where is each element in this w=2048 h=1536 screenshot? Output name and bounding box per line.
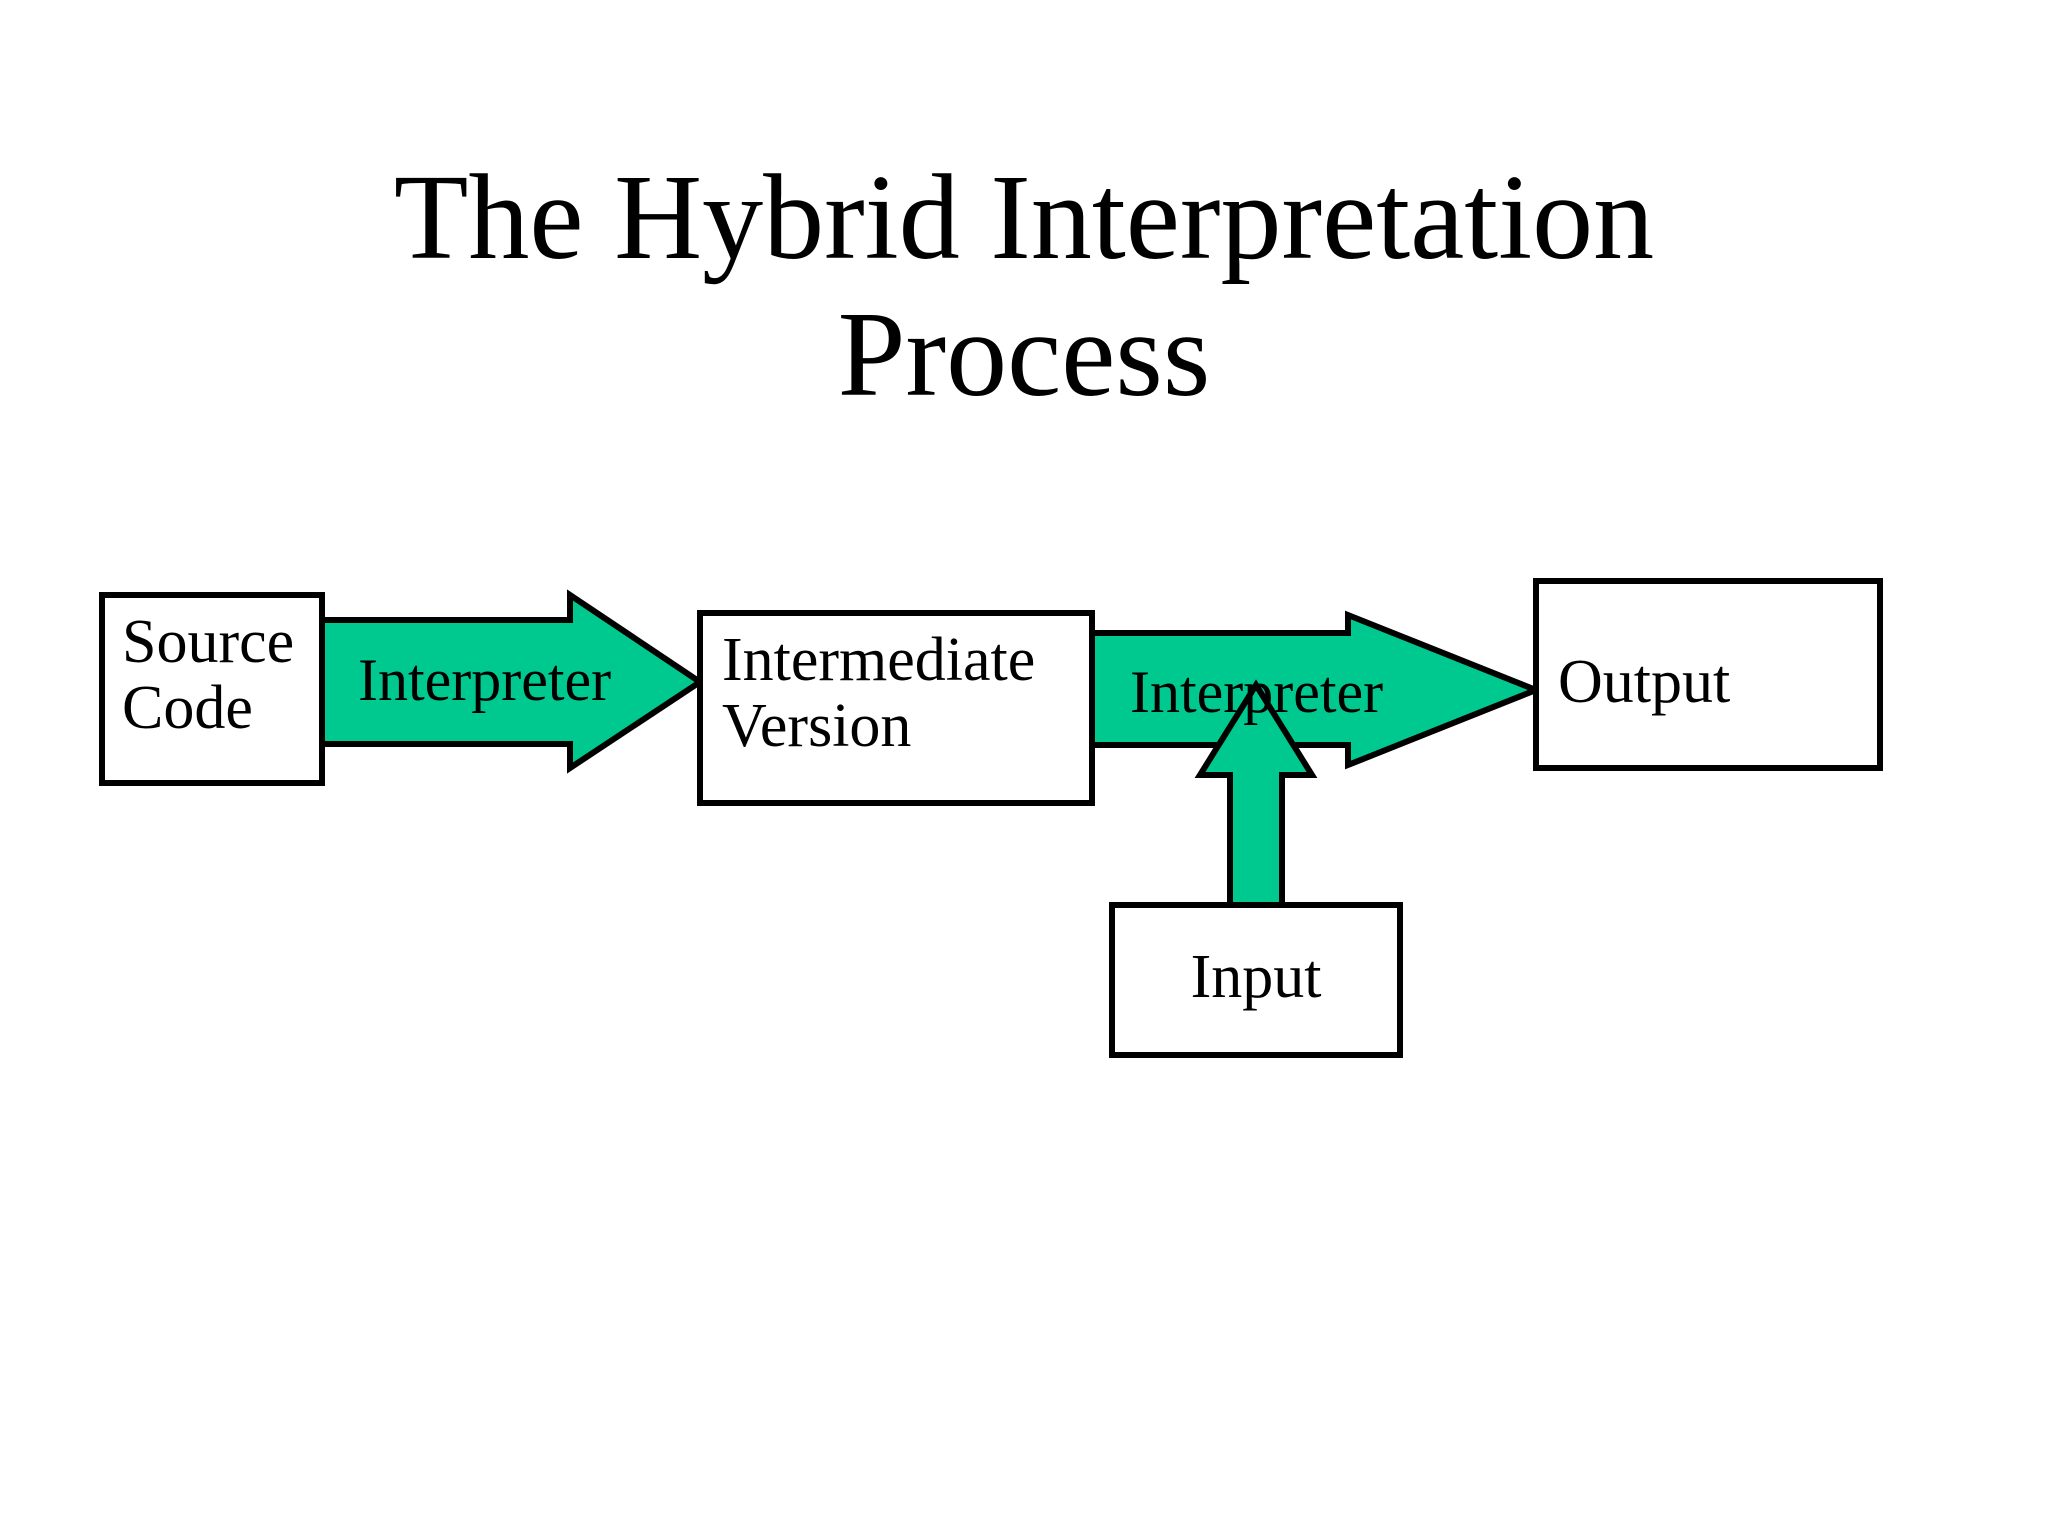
arrow-interpreter-1-shape [307,589,706,774]
node-output-box [1533,578,1883,771]
page-title: The Hybrid Interpretation Process [0,150,2048,423]
page-title-line-1: The Hybrid Interpretation [393,150,1655,285]
node-intermediate-version-box [697,610,1095,806]
arrow-interpreter-2-shape [1077,610,1545,770]
node-input-box [1109,902,1403,1058]
page-title-line-2: Process [837,286,1211,422]
node-source-code-box [99,592,325,786]
